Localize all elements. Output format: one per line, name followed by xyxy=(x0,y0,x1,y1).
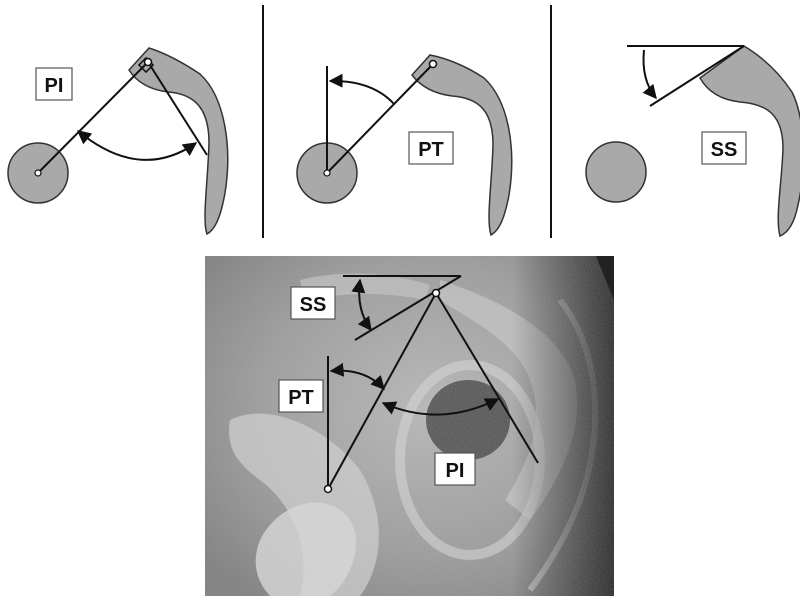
radiograph-panel: SS PT PI xyxy=(205,256,614,596)
pi-angle-arc xyxy=(78,131,196,160)
pi-label: PI xyxy=(45,75,64,97)
femoral-head xyxy=(586,142,646,202)
hip-center xyxy=(325,486,332,493)
sacrum-shape xyxy=(129,48,228,234)
panel-pelvic-incidence: PI xyxy=(8,48,228,234)
pt-angle-arc xyxy=(330,81,394,104)
endplate-midpoint xyxy=(433,290,440,297)
pt-label: PT xyxy=(418,139,444,161)
hip-center xyxy=(35,170,41,176)
pt-label: PT xyxy=(288,387,314,409)
ss-label: SS xyxy=(300,294,327,316)
pi-label: PI xyxy=(446,460,465,482)
hip-center xyxy=(324,170,330,176)
panel-sacral-slope: SS xyxy=(586,46,800,236)
ss-angle-arc xyxy=(644,50,657,98)
panel-pelvic-tilt: PT xyxy=(297,55,512,235)
endplate-midpoint xyxy=(145,59,152,66)
ss-label: SS xyxy=(711,139,738,161)
endplate-midpoint xyxy=(430,61,437,68)
